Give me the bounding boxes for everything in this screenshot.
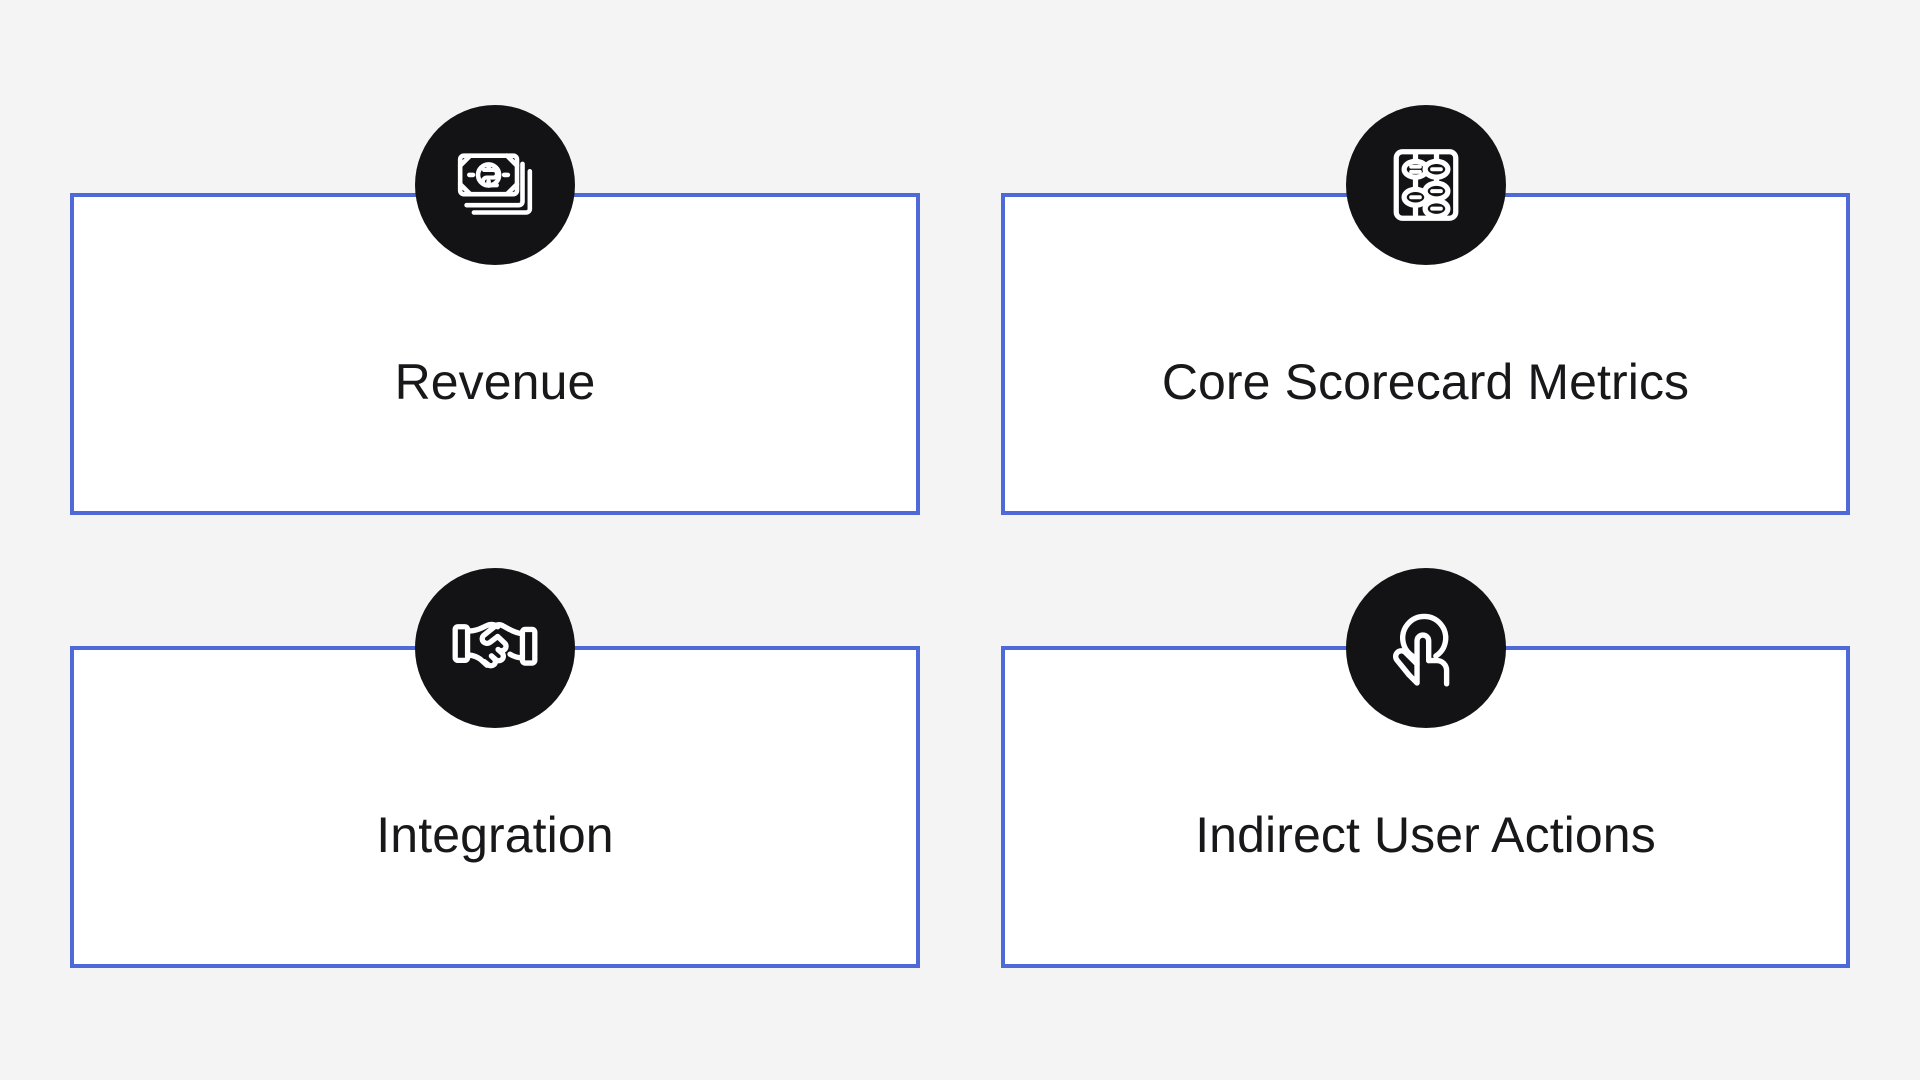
card-indirect-user-actions-icon-badge — [1346, 568, 1506, 728]
abacus-icon — [1384, 143, 1468, 227]
handshake-icon — [449, 602, 541, 694]
card-integration-label: Integration — [376, 807, 614, 863]
tap-click-icon — [1383, 605, 1469, 691]
money-stack-icon — [451, 141, 539, 229]
card-indirect-user-actions-label: Indirect User Actions — [1195, 807, 1656, 863]
card-revenue-label: Revenue — [394, 354, 596, 410]
card-integration-icon-badge — [415, 568, 575, 728]
card-core-scorecard-metrics-icon-badge — [1346, 105, 1506, 265]
card-core-scorecard-metrics-label: Core Scorecard Metrics — [1161, 354, 1690, 410]
card-revenue-icon-badge — [415, 105, 575, 265]
